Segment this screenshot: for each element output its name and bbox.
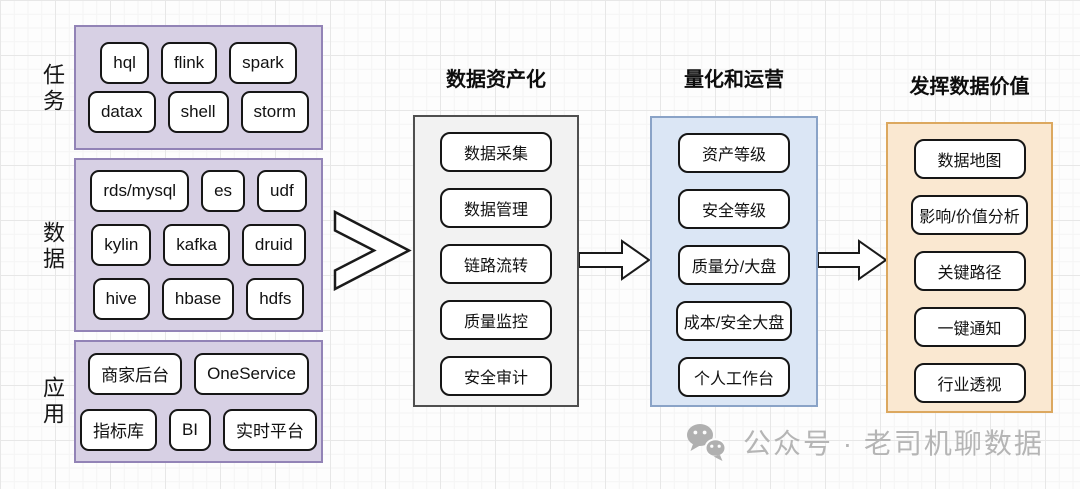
stage-item: 一键通知: [913, 307, 1026, 347]
tech-item: 商家后台: [88, 352, 183, 395]
stage-item: 质量分/大盘: [678, 245, 790, 285]
tech-item: hbase: [161, 278, 235, 320]
stage-panel-2: 数据地图影响/价值分析关键路径一键通知行业透视: [886, 122, 1053, 413]
tech-item: datax: [87, 91, 156, 133]
stage-item: 数据管理: [440, 188, 552, 228]
tech-item: rds/mysql: [90, 170, 190, 212]
stage-panel-0: 数据采集数据管理链路流转质量监控安全审计: [413, 115, 579, 407]
stage-item: 资产等级: [678, 133, 790, 173]
stage-item: 关键路径: [913, 251, 1026, 291]
wechat-icon: [687, 424, 727, 461]
stage-item: 安全审计: [440, 356, 552, 396]
tech-item: 指标库: [79, 408, 157, 451]
group-box-0: hql flink spark datax shell storm: [74, 25, 323, 150]
arrow-stage1-to-stage2-icon: [578, 239, 651, 281]
stage-item: 质量监控: [440, 300, 552, 340]
stage-item: 数据采集: [440, 132, 552, 172]
tech-item: BI: [168, 408, 212, 451]
tech-item: hql: [100, 42, 149, 84]
tech-item: hdfs: [246, 278, 305, 320]
group-row: hql flink spark: [100, 42, 297, 84]
tech-item: storm: [240, 91, 310, 133]
stage-panel-1: 资产等级安全等级质量分/大盘成本/安全大盘个人工作台: [650, 116, 818, 407]
group-row: 商家后台 OneService: [88, 352, 309, 395]
stage-item: 行业透视: [913, 363, 1026, 403]
group-box-2: 商家后台 OneService 指标库 BI 实时平台: [74, 340, 323, 463]
tech-item: hive: [92, 278, 150, 320]
tech-item: kylin: [91, 224, 152, 266]
tech-item: es: [201, 170, 246, 212]
group-row: hive hbase hdfs: [92, 278, 305, 320]
group-label-0: 任务: [40, 63, 65, 115]
stage-item: 数据地图: [913, 139, 1026, 179]
group-label-2: 应用: [40, 376, 65, 428]
stage-item: 成本/安全大盘: [675, 301, 793, 341]
tech-item: udf: [257, 170, 307, 212]
stage-item: 影响/价值分析: [911, 195, 1028, 235]
arrow-stage2-to-stage3-icon: [817, 239, 888, 281]
stage-title-1: 量化和运营: [684, 69, 784, 91]
stage-item: 链路流转: [440, 244, 552, 284]
group-row: datax shell storm: [87, 91, 310, 133]
group-row: 指标库 BI 实时平台: [79, 408, 318, 451]
tech-item: spark: [229, 42, 297, 84]
stage-title-0: 数据资产化: [446, 69, 546, 91]
tech-item: OneService: [194, 352, 309, 395]
stage-title-2: 发挥数据价值: [909, 76, 1030, 98]
stage-item: 个人工作台: [678, 357, 790, 397]
group-row: kylin kafka druid: [91, 224, 306, 266]
stage-item: 安全等级: [678, 189, 790, 229]
tech-item: shell: [167, 91, 229, 133]
tech-item: flink: [160, 42, 218, 84]
watermark-text: 公众号 · 老司机聊数据: [743, 428, 1044, 459]
watermark: 公众号 · 老司机聊数据: [686, 422, 1044, 462]
tech-item: kafka: [163, 224, 230, 266]
tech-item: druid: [241, 224, 306, 266]
tech-item: 实时平台: [223, 408, 318, 451]
chevron-flow-icon: [333, 210, 412, 291]
group-label-1: 数据: [40, 221, 65, 273]
